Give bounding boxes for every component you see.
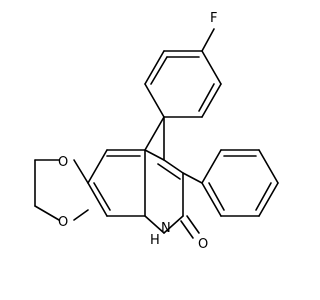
- bond: [144, 83, 165, 118]
- carbonyl-bond: [180, 220, 194, 239]
- bond: [144, 116, 165, 151]
- bond: [87, 182, 108, 217]
- bond: [73, 209, 89, 221]
- molecule-drawing: F O O O N H: [34, 11, 279, 252]
- bond: [258, 149, 279, 184]
- carbonyl-oxygen-label: O: [198, 237, 208, 252]
- bond: [182, 172, 203, 184]
- bond: [201, 83, 222, 118]
- fluorophenyl-ring: [144, 28, 222, 118]
- bond: [198, 83, 215, 112]
- phenyl-ring: [201, 149, 279, 217]
- pyridinone-ring: [144, 116, 203, 239]
- bond: [208, 182, 225, 211]
- bond: [201, 149, 222, 184]
- bond: [93, 182, 111, 211]
- bond: [144, 149, 165, 161]
- bond: [255, 182, 272, 211]
- bond: [144, 50, 165, 85]
- bond: [163, 159, 184, 174]
- nitrogen-hydrogen-label: H: [150, 233, 160, 248]
- bond: [157, 163, 181, 180]
- bond-to-fluorine: [201, 28, 215, 52]
- fluorine-label: F: [210, 11, 217, 26]
- oxygen-lower-label: O: [58, 215, 68, 230]
- bond: [73, 159, 89, 184]
- bond: [201, 50, 222, 85]
- bond: [150, 56, 168, 85]
- bond: [163, 215, 184, 234]
- bond: [201, 182, 222, 217]
- dioxane-ring: [34, 159, 89, 221]
- oxygen-upper-label: O: [58, 155, 68, 170]
- bond: [258, 182, 279, 217]
- bond: [144, 215, 165, 234]
- benzo-ring: [87, 149, 146, 217]
- structure-canvas: F O O O N H: [34, 11, 279, 252]
- carbonyl-bond: [186, 215, 200, 234]
- nitrogen-label: N: [161, 221, 171, 236]
- bond: [34, 205, 60, 221]
- bond: [87, 149, 108, 184]
